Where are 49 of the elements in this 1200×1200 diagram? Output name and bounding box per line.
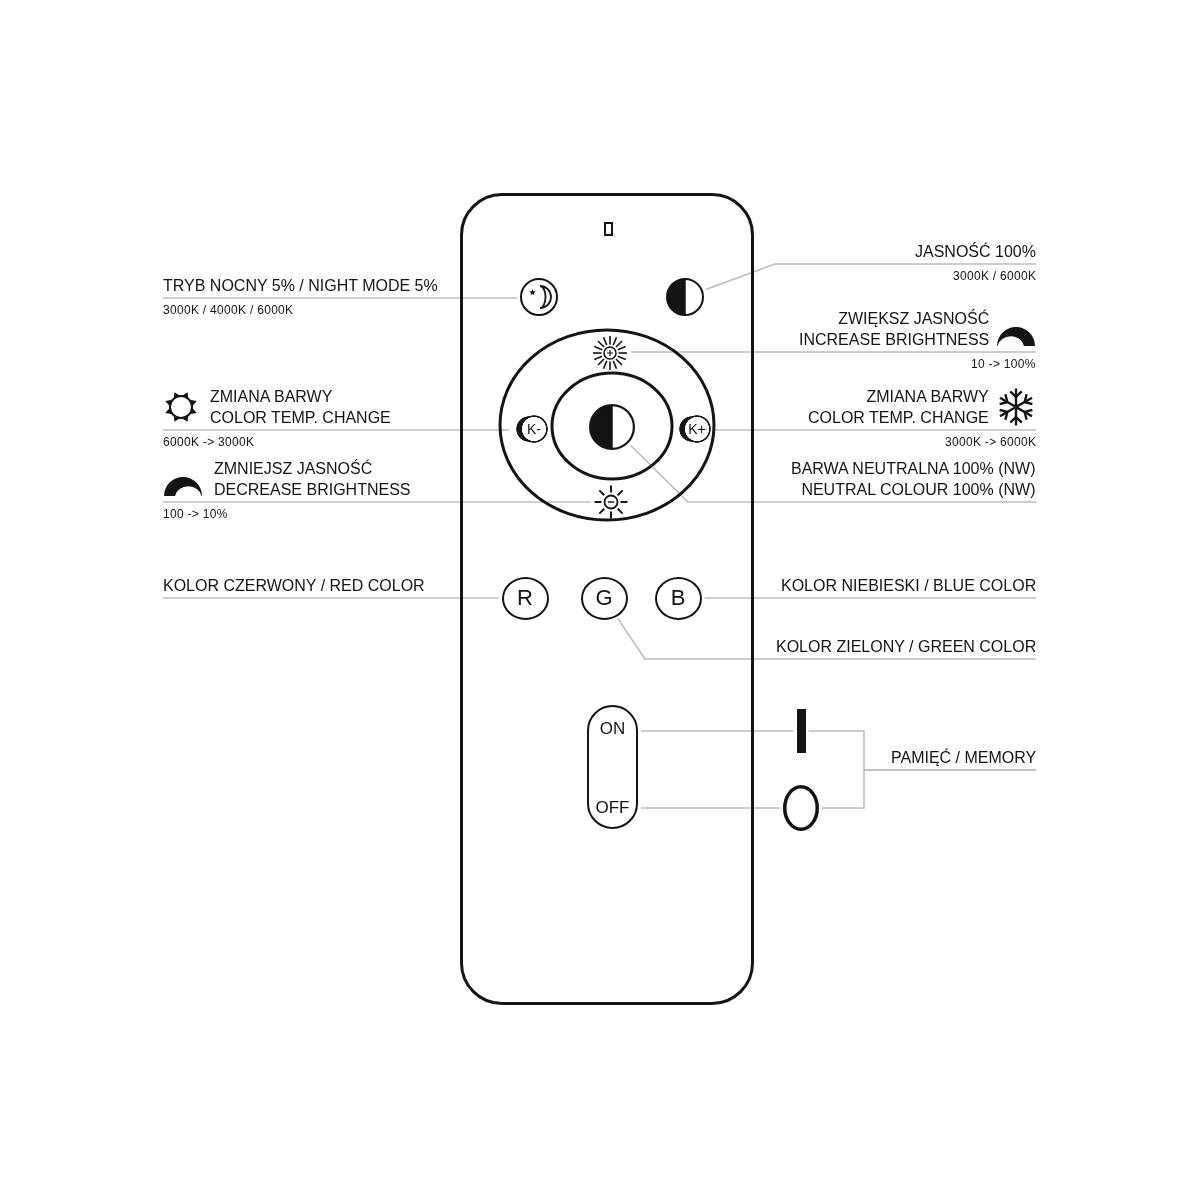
switch-label: OFF (595, 798, 630, 818)
ring-icon (783, 785, 819, 831)
sun-minus-icon (594, 485, 628, 519)
round-button: B (654, 576, 702, 620)
switch-label: ON (599, 719, 626, 739)
leader-line (629, 444, 1037, 503)
callout-text: INCREASE BRIGHTNESS (799, 330, 990, 350)
callout-text: ZMIANA BARWY (865, 387, 989, 407)
sun-plus-icon (592, 335, 628, 371)
leader-line (640, 807, 781, 809)
vertical-bar-icon (796, 709, 806, 753)
leader-line (821, 769, 1037, 809)
callout-note: 10 -> 100% (971, 357, 1036, 372)
callout-text: DECREASE BRIGHTNESS (214, 480, 411, 500)
callout-text: KOLOR CZERWONY / RED COLOR (163, 576, 425, 596)
callout-text: KOLOR NIEBIESKI / BLUE COLOR (781, 576, 1037, 596)
round-button: G (580, 576, 628, 620)
callout-note: 3000K / 6000K (953, 269, 1037, 284)
leader-line (713, 429, 1037, 431)
callout-text: ZMIANA BARWY (210, 387, 334, 407)
callout-note: 100 -> 10% (163, 507, 228, 522)
leader-line (630, 351, 1037, 353)
callout-text: COLOR TEMP. CHANGE (210, 408, 391, 428)
leader-line (640, 730, 795, 732)
leader-line (617, 618, 1037, 660)
round-button: R (501, 576, 549, 620)
callout-note: 3000K -> 6000K (945, 435, 1037, 450)
moon-icon (520, 278, 558, 316)
leader-line (703, 597, 1037, 599)
callout-text: JASNOŚĆ 100% (915, 241, 1036, 262)
remote-body (460, 193, 754, 1005)
callout-text: COLOR TEMP. CHANGE (808, 408, 989, 428)
callout-text: ZWIĘKSZ JASNOŚĆ (837, 308, 990, 329)
leader-line (162, 597, 500, 599)
callout-text: BARWA NEUTRALNA 100% (NW) (791, 459, 1036, 479)
callout-text: ZMNIEJSZ JASNOŚĆ (214, 458, 374, 479)
leader-line (162, 501, 592, 503)
callout-note: 3000K / 4000K / 6000K (163, 303, 294, 318)
callout-note: 6000K -> 3000K (163, 435, 255, 450)
callout-text: PAMIĘĆ / MEMORY (891, 747, 1037, 768)
toggle-switch (587, 705, 638, 829)
callout-text: TRYB NOCNY 5% / NIGHT MODE 5% (163, 276, 438, 296)
leader-line (704, 263, 1037, 291)
leader-line (162, 429, 510, 431)
half-circle-icon (666, 278, 704, 316)
half-circle-icon (589, 404, 635, 450)
leader-line (162, 297, 518, 299)
callout-text: NEUTRAL COLOUR 100% (NW) (800, 480, 1036, 500)
callout-text: KOLOR ZIELONY / GREEN COLOR (776, 637, 1037, 657)
